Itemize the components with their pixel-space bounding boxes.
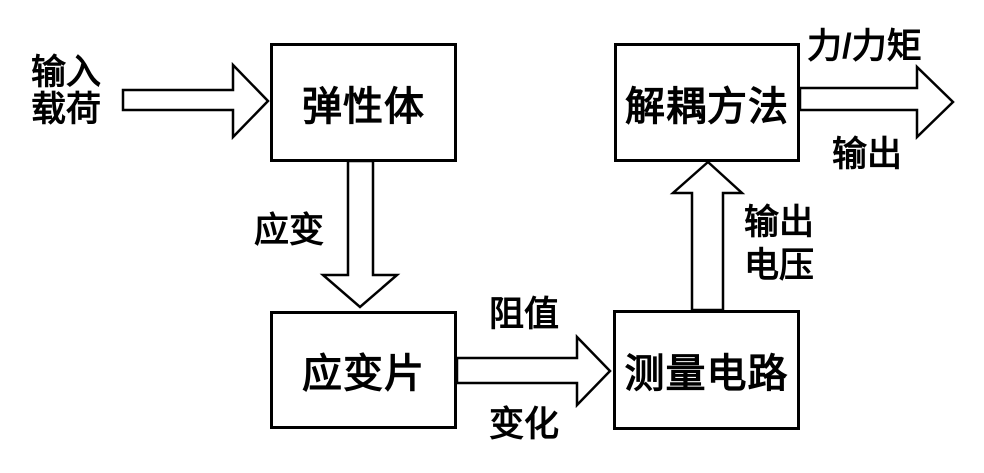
label-force-torque: 力/力矩 — [807, 27, 922, 66]
label-output-voltage-line2: 电压 — [744, 246, 815, 285]
block-arrow-up-output-voltage-icon — [669, 160, 746, 312]
label-input-load-line1: 输入 — [31, 53, 102, 92]
block-arrow-down-strain-icon — [319, 159, 401, 309]
label-output-voltage: 输出 电压 — [744, 201, 814, 287]
block-arrow-right-output-icon — [798, 64, 955, 140]
label-output-voltage-line1: 输出 — [744, 203, 815, 242]
node-strain-gauge: 应变片 — [270, 311, 457, 429]
node-measurement-circuit: 测量电路 — [613, 310, 800, 430]
label-resistance-change-line1: 阻值 — [489, 295, 560, 334]
label-input-load: 输入 载荷 — [31, 54, 101, 128]
label-strain: 应变 — [254, 211, 325, 250]
label-resistance-change-line2: 变化 — [489, 405, 560, 444]
node-decoupling-method-label: 解耦方法 — [625, 84, 789, 129]
block-arrow-right-resistance-change-icon — [455, 333, 612, 409]
node-decoupling-method: 解耦方法 — [614, 43, 800, 162]
label-output: 输出 — [832, 135, 903, 174]
label-input-load-line2: 载荷 — [31, 90, 102, 129]
node-elastic-body: 弹性体 — [270, 43, 457, 162]
node-measurement-circuit-label: 测量电路 — [624, 352, 789, 396]
node-elastic-body-label: 弹性体 — [302, 84, 425, 129]
node-strain-gauge-label: 应变片 — [302, 352, 425, 396]
block-arrow-right-input-load-icon — [121, 61, 270, 141]
